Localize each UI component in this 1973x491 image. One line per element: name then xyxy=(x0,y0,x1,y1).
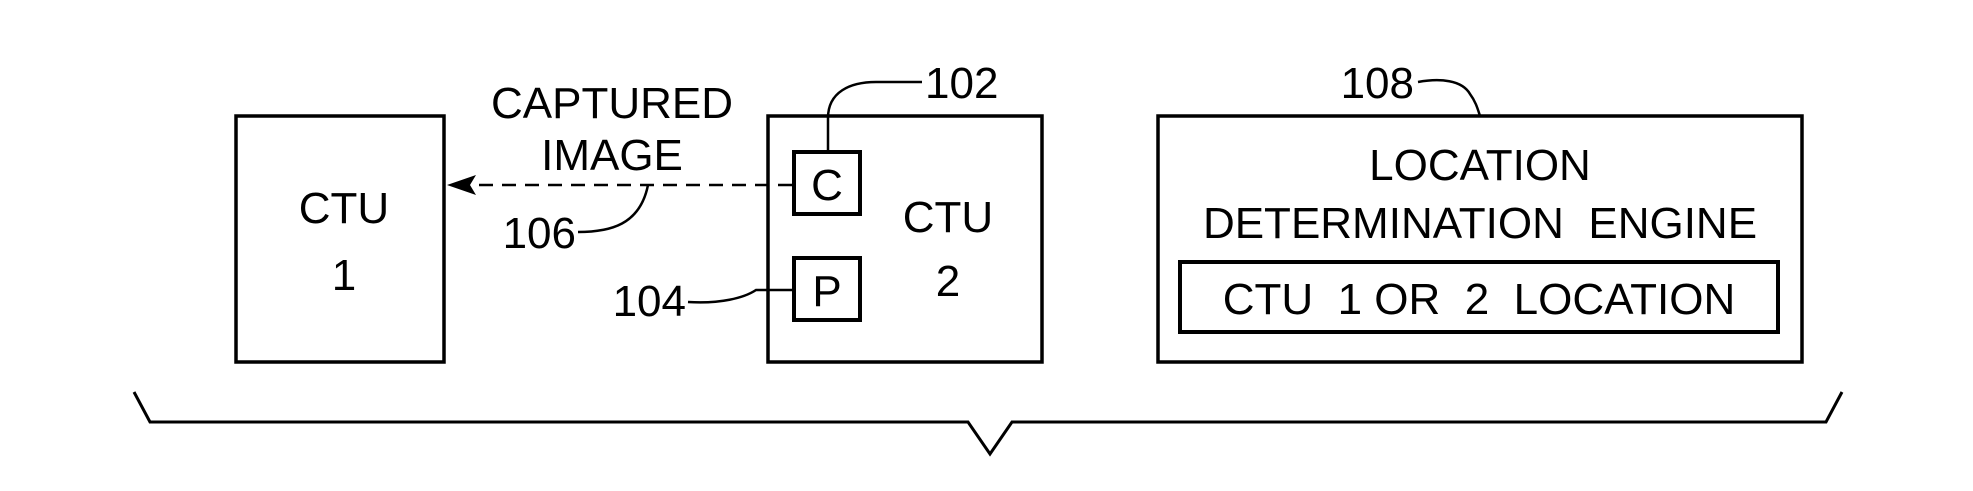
ref-106: 106 xyxy=(503,209,576,258)
ref-108: 108 xyxy=(1341,59,1414,108)
location-output-label: CTU 1 OR 2 LOCATION xyxy=(1223,275,1736,324)
captured-image-arrow: CAPTURED IMAGE 106 xyxy=(447,79,792,258)
engine-label-line2: DETERMINATION ENGINE xyxy=(1203,199,1757,248)
engine-label-line1: LOCATION xyxy=(1369,141,1591,190)
grouping-brace xyxy=(134,392,1842,454)
location-engine-block: LOCATION DETERMINATION ENGINE CTU 1 OR 2… xyxy=(1158,59,1802,362)
ctu-2-label-line1: CTU xyxy=(903,193,993,242)
camera-component-label: C xyxy=(811,161,843,210)
captured-image-label-line2: IMAGE xyxy=(541,131,683,180)
ctu-1-block: CTU 1 xyxy=(236,116,444,362)
ctu-1-label-line2: 1 xyxy=(332,251,356,300)
ref-102: 102 xyxy=(925,59,998,108)
ref-108-leader xyxy=(1418,80,1480,116)
ref-106-leader xyxy=(578,185,648,232)
ref-104-leader xyxy=(688,290,794,302)
ref-104: 104 xyxy=(613,277,686,326)
processor-component-label: P xyxy=(812,267,841,316)
ctu-1-box xyxy=(236,116,444,362)
ctu-2-label-line2: 2 xyxy=(936,257,960,306)
arrowhead-icon xyxy=(447,175,476,195)
captured-image-label-line1: CAPTURED xyxy=(491,79,733,128)
ctu-1-label-line1: CTU xyxy=(299,184,389,233)
